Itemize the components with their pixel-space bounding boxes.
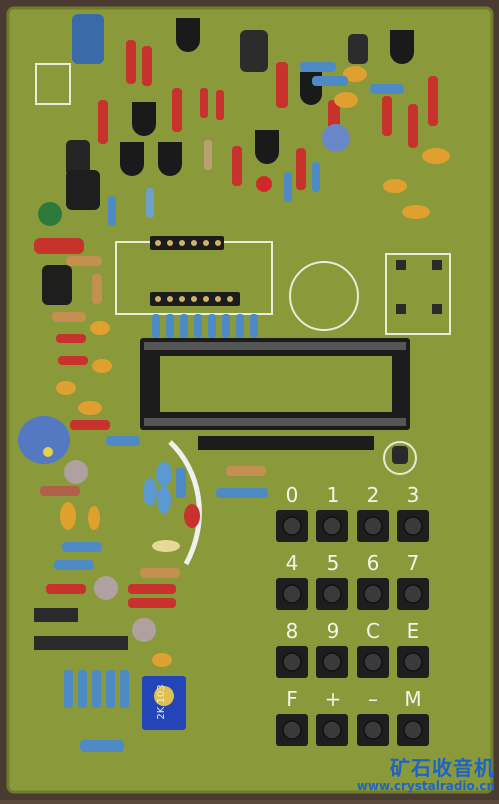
watermark-url: www.crystalradio.cn xyxy=(356,779,495,793)
keypad-switch xyxy=(316,646,348,678)
keypad-switch xyxy=(276,714,308,746)
keypad-buttons xyxy=(276,510,429,746)
key-label-6: 6 xyxy=(366,551,380,575)
key-label-e: E xyxy=(406,619,420,643)
keypad-switch xyxy=(357,714,389,746)
keypad-switch xyxy=(276,646,308,678)
key-label-c: C xyxy=(366,619,380,643)
keypad-switch xyxy=(316,578,348,610)
key-label-7: 7 xyxy=(406,551,420,575)
keypad-switch xyxy=(357,510,389,542)
middle-components xyxy=(115,236,451,730)
keypad-switch xyxy=(357,578,389,610)
keypad-switch xyxy=(397,578,429,610)
watermark-title: 矿石收音机 xyxy=(390,756,495,780)
keypad-switch xyxy=(316,714,348,746)
watermark: 矿石收音机 www.crystalradio.cn xyxy=(355,757,495,793)
left-components xyxy=(18,238,172,752)
key-label-1: 1 xyxy=(326,483,340,507)
keypad-switch xyxy=(397,510,429,542)
keypad-switch xyxy=(276,578,308,610)
keypad-switch xyxy=(357,646,389,678)
key-label-5: 5 xyxy=(326,551,340,575)
top-components xyxy=(35,14,450,305)
key-label-0: 0 xyxy=(285,483,299,507)
keypad-switch xyxy=(397,646,429,678)
key-label-2: 2 xyxy=(366,483,380,507)
keypad-switch xyxy=(276,510,308,542)
key-label-9: 9 xyxy=(326,619,340,643)
key-label-m: M xyxy=(404,687,422,711)
key-label-4: 4 xyxy=(285,551,299,575)
key-label-3: 3 xyxy=(406,483,420,507)
key-label-minus: – xyxy=(368,687,378,711)
key-label-f: F xyxy=(286,687,298,711)
key-label-plus: + xyxy=(324,687,342,711)
trimmer-label: 2K 103 xyxy=(156,684,167,720)
keypad-switch xyxy=(397,714,429,746)
keypad-switch xyxy=(316,510,348,542)
key-label-8: 8 xyxy=(285,619,299,643)
